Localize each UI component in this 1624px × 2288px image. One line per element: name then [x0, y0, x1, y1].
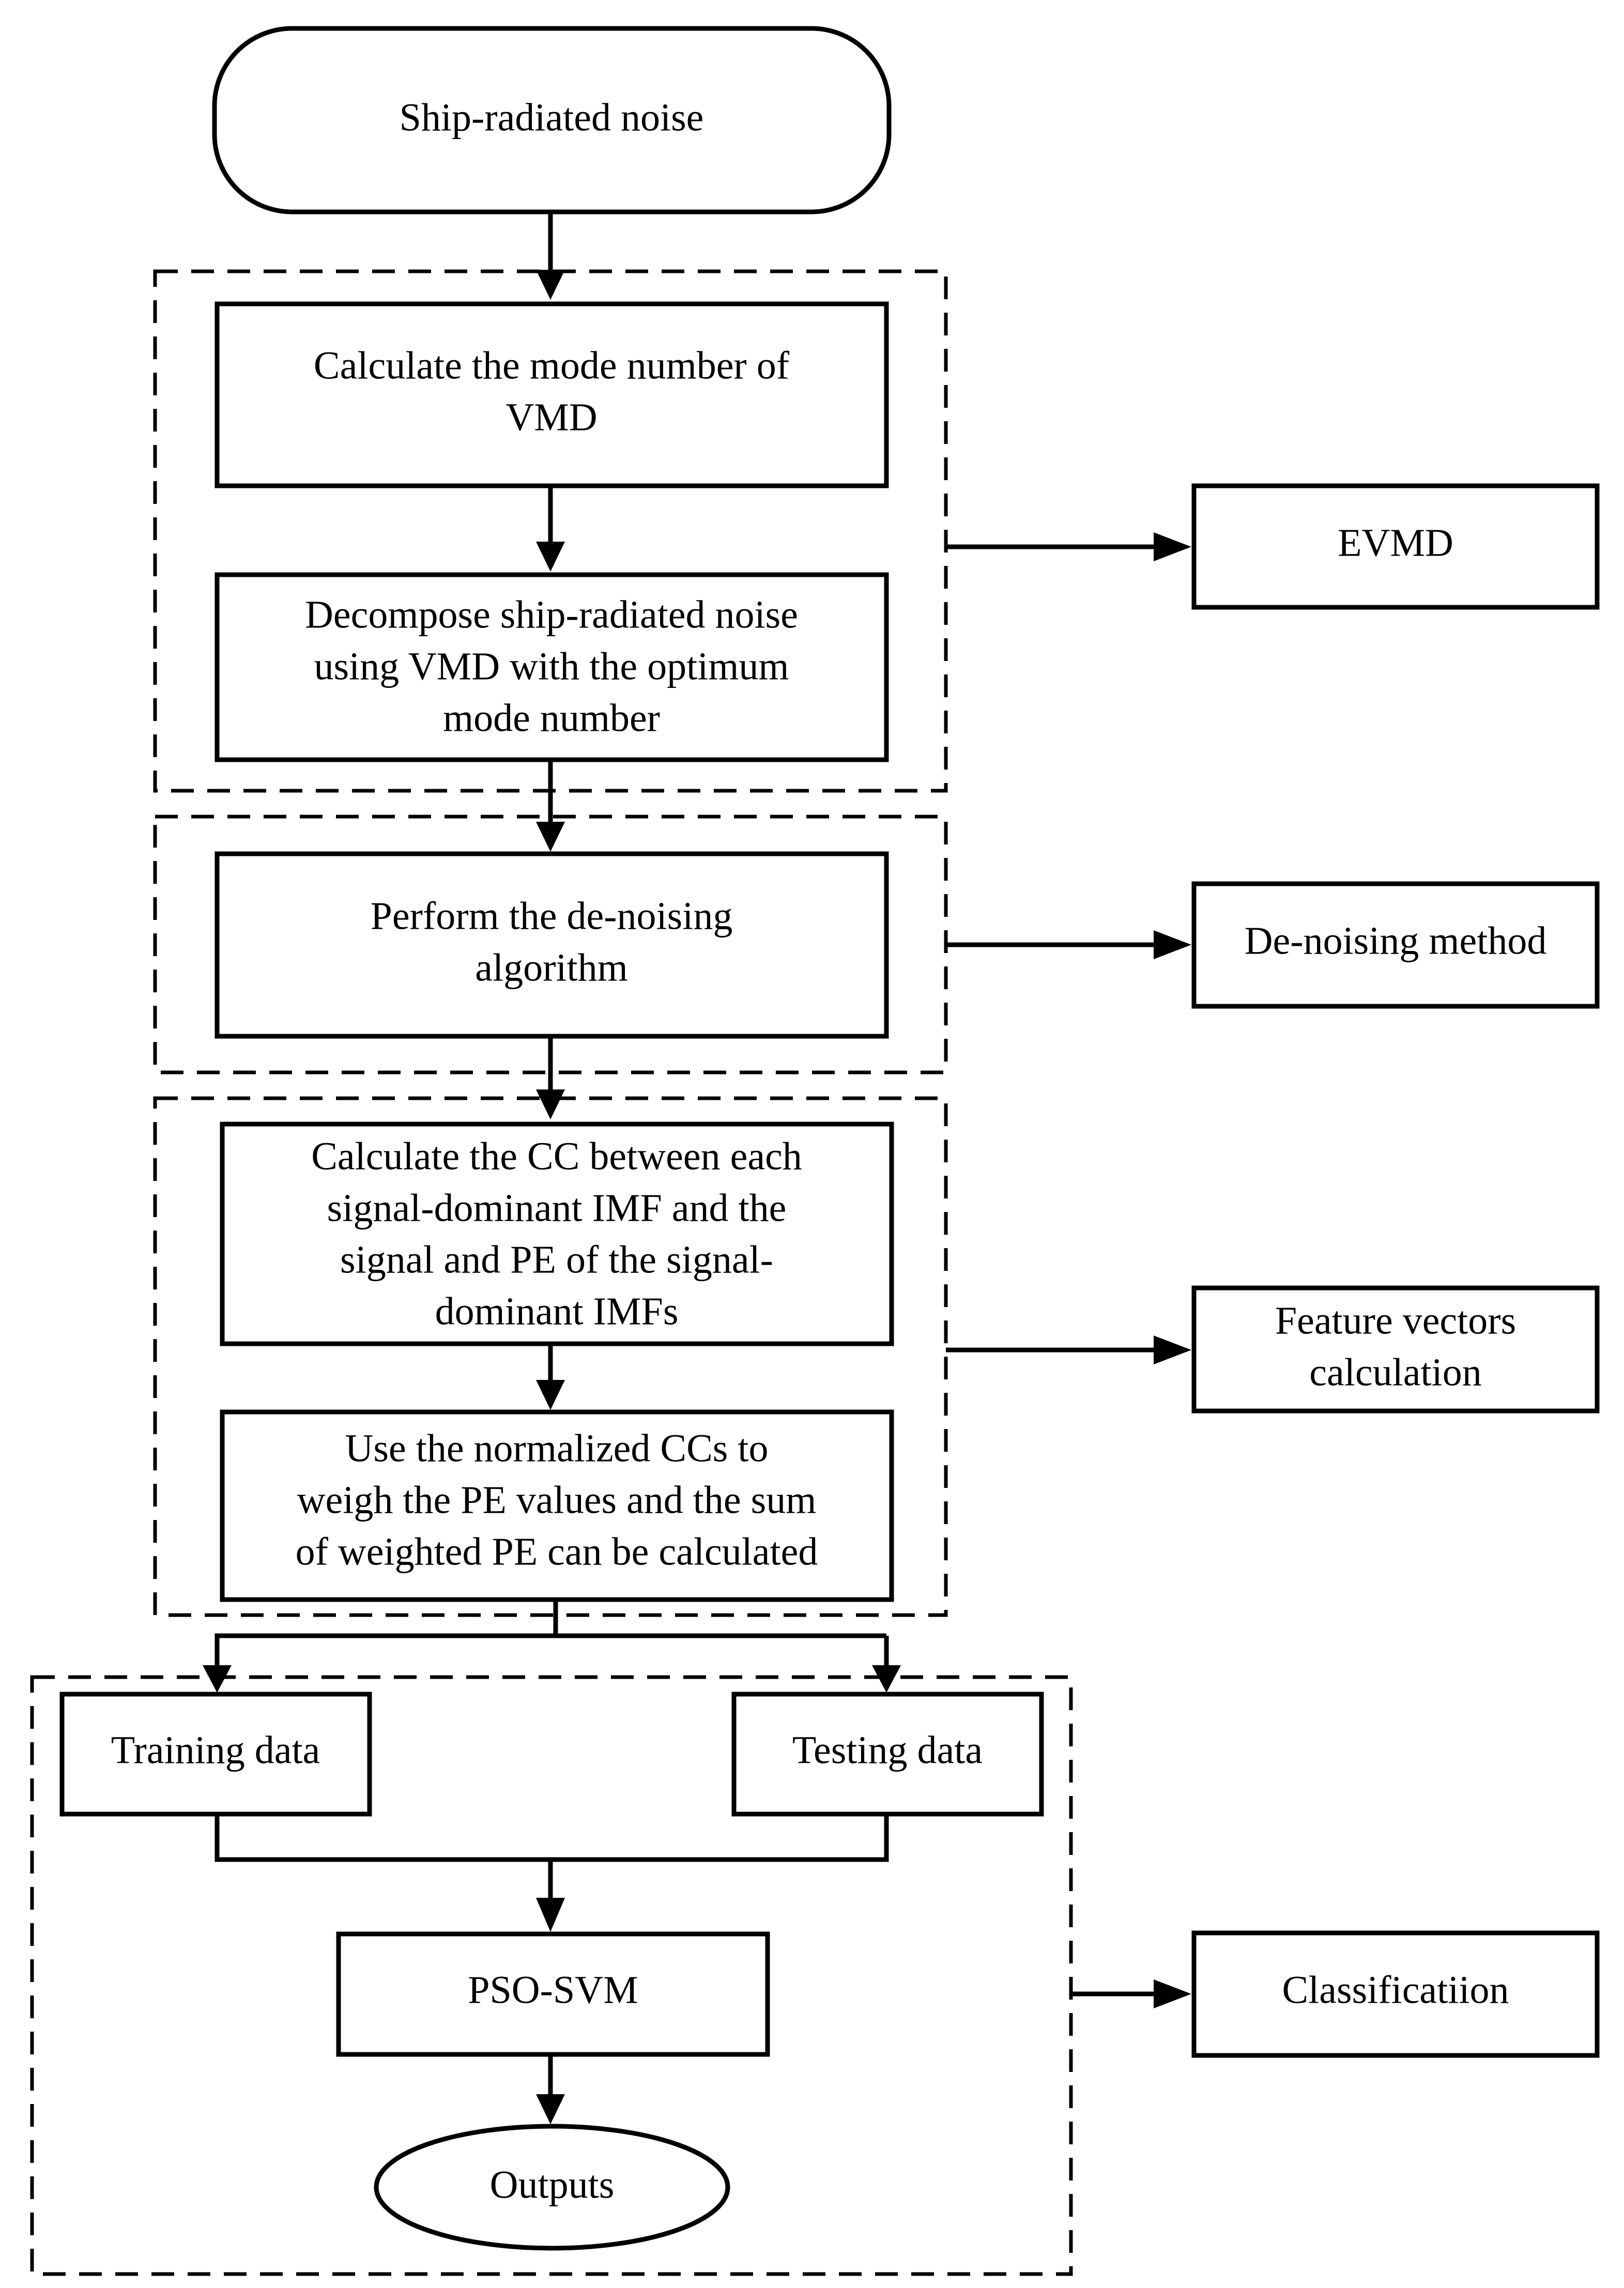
classification-group-frame	[30, 1675, 1073, 2276]
denoising-stage-box: De-noising method	[1191, 881, 1600, 1009]
outputs-label: Outputs	[490, 2163, 615, 2206]
arrowhead	[536, 1089, 565, 1119]
testing-data-box: Testing data	[731, 1692, 1044, 1817]
decompose-line-2: using VMD with the optimum	[314, 644, 789, 688]
classification-stage-label: Classificatiion	[1282, 1968, 1509, 2011]
weigh-line-1: Use the normalized CCs to	[345, 1426, 769, 1470]
evmd-stage-box: EVMD	[1191, 483, 1600, 610]
training-data-label: Training data	[111, 1728, 320, 1772]
weigh-line-3: of weighted PE can be calculated	[296, 1530, 818, 1573]
arrowhead	[536, 2094, 565, 2124]
weigh-line-2: weigh the PE values and the sum	[297, 1478, 817, 1522]
calc-cc-line-2: signal-dominant IMF and the	[327, 1186, 787, 1230]
calculate-cc-box: Calculate the CC between each signal-dom…	[220, 1122, 894, 1346]
denoise-line-2: algorithm	[475, 946, 628, 989]
arrowhead	[872, 1665, 901, 1693]
features-group-frame	[153, 1096, 948, 1617]
arrowhead	[536, 1380, 565, 1410]
arrowhead	[536, 822, 565, 852]
evmd-stage-label: EVMD	[1338, 521, 1453, 564]
training-data-box: Training data	[59, 1692, 372, 1817]
calc-cc-line-4: dominant IMFs	[435, 1289, 679, 1333]
denoising-stage-label: De-noising method	[1245, 919, 1547, 962]
connectors	[215, 212, 1155, 2098]
testing-data-label: Testing data	[792, 1728, 983, 1772]
denoise-line-1: Perform the de-noising	[371, 894, 733, 938]
arrowhead	[203, 1665, 232, 1693]
decompose-line-1: Decompose ship-radiated noise	[305, 593, 798, 636]
arrowhead	[536, 270, 565, 300]
arrowhead	[536, 1898, 565, 1932]
weigh-pe-box: Use the normalized CCs to weigh the PE v…	[220, 1409, 894, 1602]
arrowheads	[203, 270, 1191, 2124]
calc-mode-line-2: VMD	[505, 395, 597, 439]
features-stage-line-2: calculation	[1309, 1350, 1481, 1394]
arrowhead	[1154, 1979, 1191, 2008]
calculate-mode-number-box: Calculate the mode number of VMD	[215, 301, 889, 488]
pso-svm-label: PSO-SVM	[468, 1968, 638, 2011]
start-node: Ship-radiated noise	[212, 26, 892, 214]
features-stage-box: Feature vectors calculation	[1191, 1285, 1600, 1414]
outputs-node: Outputs	[374, 2124, 730, 2251]
denoising-algorithm-box: Perform the de-noising algorithm	[215, 851, 889, 1039]
calc-cc-line-1: Calculate the CC between each	[311, 1134, 802, 1178]
decompose-line-3: mode number	[443, 696, 660, 740]
arrowhead	[1154, 532, 1191, 561]
arrowhead	[1154, 1335, 1191, 1364]
calc-mode-line-1: Calculate the mode number of	[314, 344, 790, 387]
start-label: Ship-radiated noise	[400, 96, 704, 139]
decompose-box: Decompose ship-radiated noise using VMD …	[215, 572, 889, 762]
arrowhead	[536, 542, 565, 572]
features-stage-line-1: Feature vectors	[1275, 1299, 1516, 1342]
arrowhead	[1154, 930, 1191, 959]
classification-stage-box: Classificatiion	[1191, 1930, 1600, 2058]
calc-cc-line-3: signal and PE of the signal-	[340, 1238, 773, 1281]
pso-svm-box: PSO-SVM	[336, 1931, 770, 2057]
